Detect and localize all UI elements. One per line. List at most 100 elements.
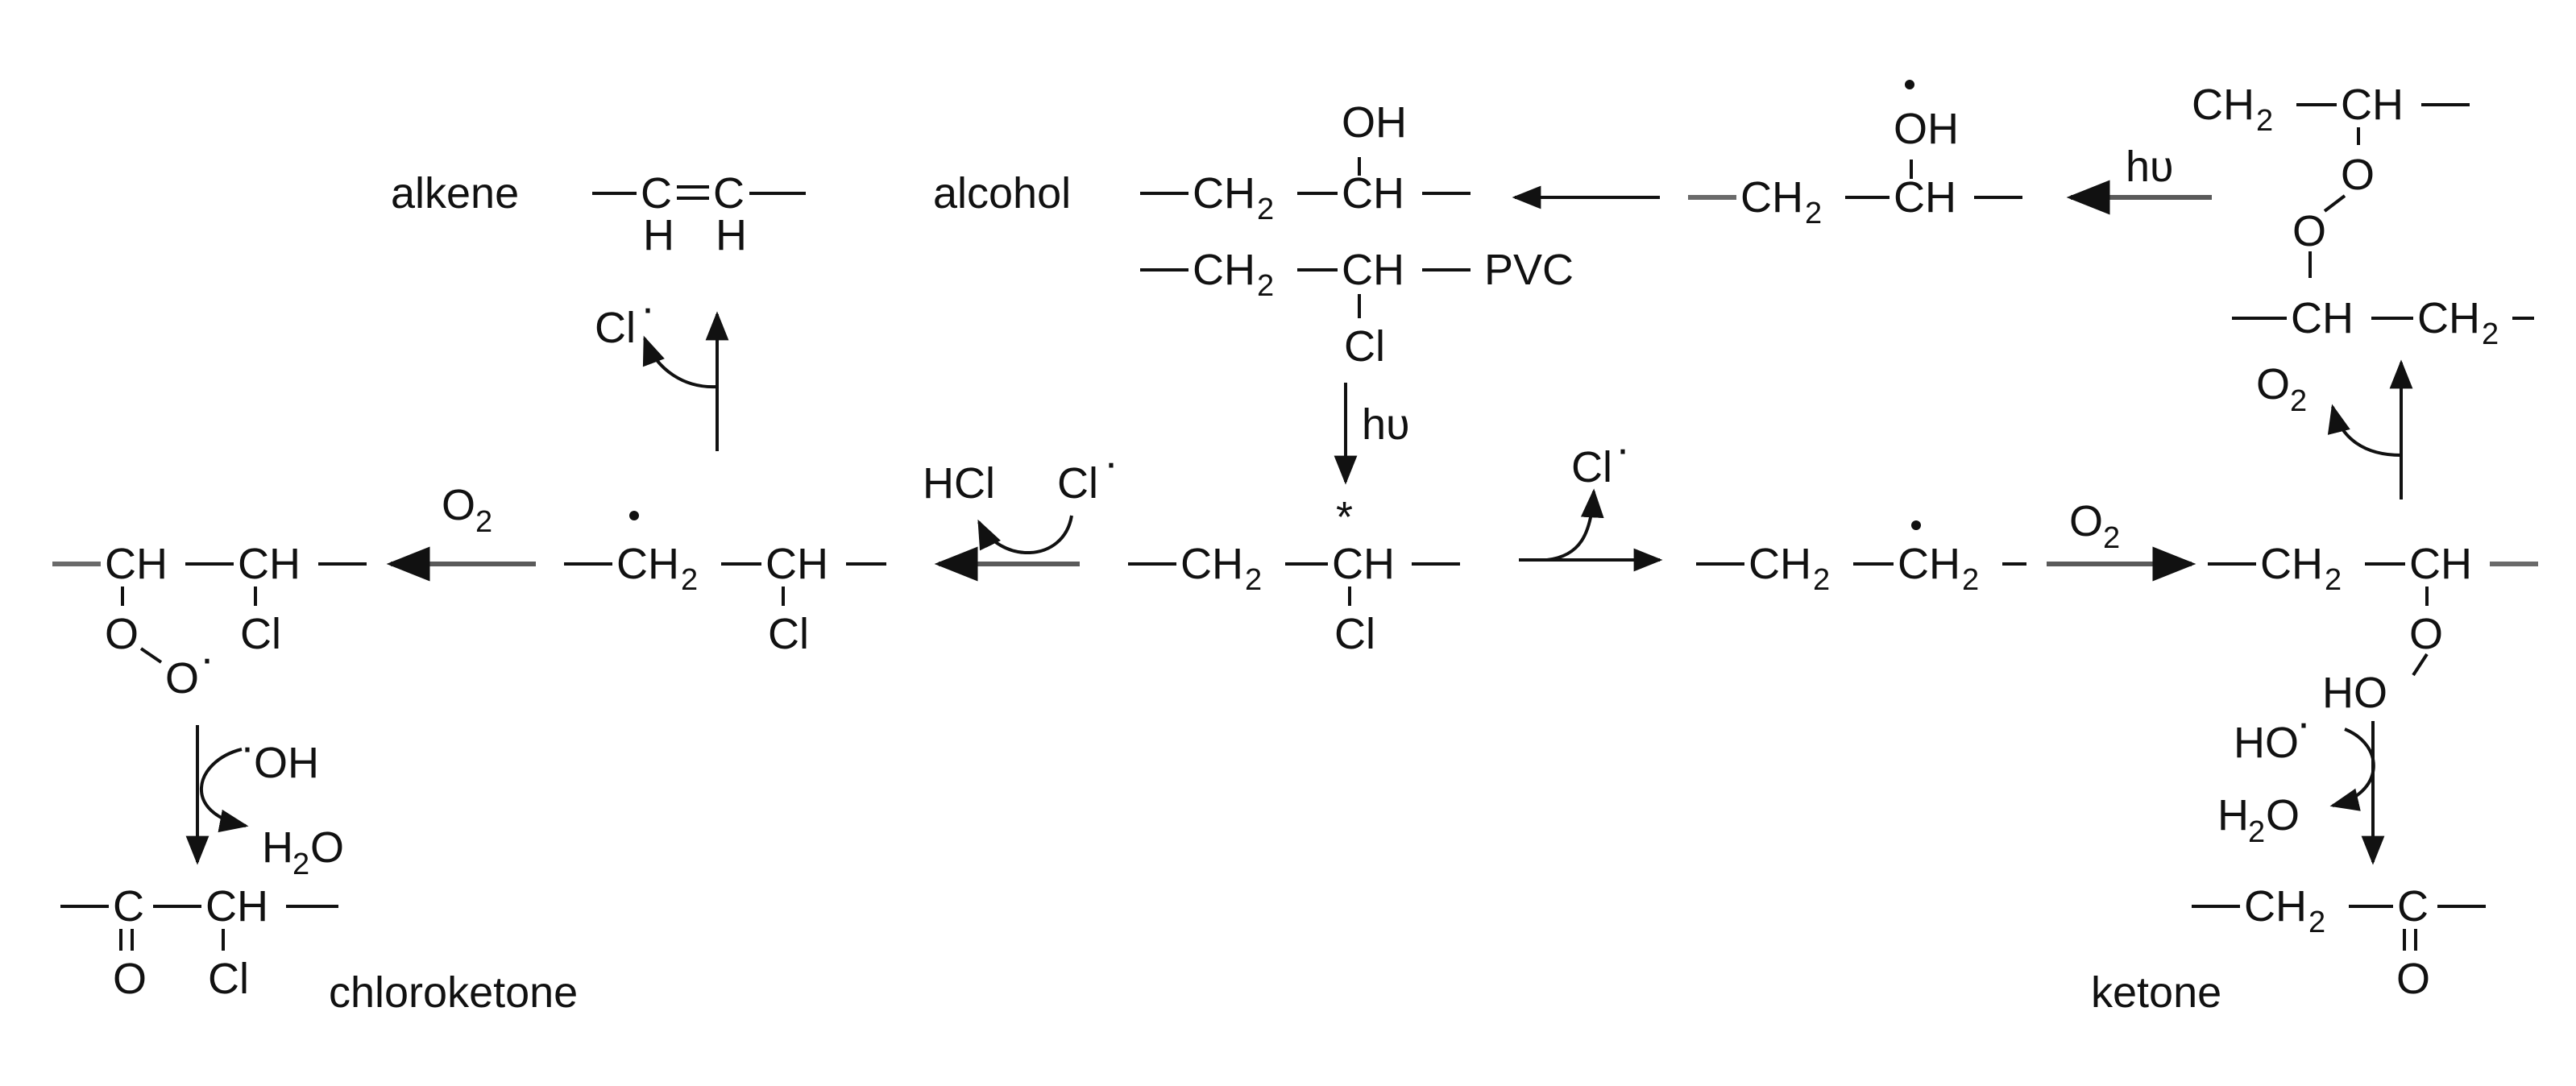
alkene-h2: H xyxy=(716,211,747,259)
excited-ch: CH xyxy=(1332,540,1395,588)
peroxide-to-oxyradical-arrow: hυ xyxy=(2066,143,2212,215)
alkyl-to-hydroperoxide-arrow: O 2 xyxy=(2047,497,2196,582)
oxy-radical-structure: CH 2 CH OH xyxy=(1688,80,2022,230)
oxy-radical-dot xyxy=(1905,80,1914,89)
radical-ch: CH xyxy=(765,540,828,588)
peroxide-ch-top: CH xyxy=(2341,81,2404,129)
oxy-ch2: CH xyxy=(1740,173,1803,222)
radical-dot-left xyxy=(629,511,639,520)
radical-to-peroxy-arrow: O 2 xyxy=(386,481,536,582)
excited-pvc-structure: CH 2 CH * Cl xyxy=(1128,493,1460,658)
h2o-right-o: O xyxy=(2266,791,2300,839)
peroxy-ch2: CH xyxy=(238,540,301,588)
cl-rad-up-dot: · xyxy=(641,284,655,332)
cl-loss-arrow: Cl · xyxy=(1519,425,1663,572)
hydroperoxide-structure: CH 2 CH O HO xyxy=(2208,540,2538,717)
cl-rad-up-label: Cl xyxy=(595,304,636,352)
oxy-oh: OH xyxy=(1894,105,1959,153)
hydroperoxide-to-peroxide-arrow: O 2 xyxy=(2256,359,2413,499)
pvc-cl: Cl xyxy=(1344,322,1385,371)
peroxy-o2: O xyxy=(165,654,199,703)
peroxide-ch2-bottom-sub: 2 xyxy=(2482,317,2499,351)
alkene-label: alkene xyxy=(391,169,519,218)
radical-dot-right xyxy=(1911,520,1921,530)
excited-ch2-sub: 2 xyxy=(1245,563,1262,597)
ketone-structure: ketone CH 2 C O xyxy=(2091,882,2486,1017)
peroxide-structure: CH 2 CH O O CH CH 2 xyxy=(2192,81,2534,351)
o2-right-label: O xyxy=(2069,497,2103,545)
radical-to-alkene-arrow: Cl · xyxy=(595,284,729,451)
alkyl-ch2-a: CH xyxy=(1748,540,1811,588)
peroxy-to-chloroketone-arrow: · OH H 2 O xyxy=(185,723,344,881)
hydroperoxide-to-ketone-arrow: HO · H 2 O xyxy=(2217,698,2385,865)
peroxy-radical-structure: CH CH O O · Cl xyxy=(52,540,367,703)
chloroketone-label: chloroketone xyxy=(329,968,578,1017)
o2-up-label: O xyxy=(2256,360,2290,408)
alcohol-ch2: CH xyxy=(1193,169,1255,218)
peroxide-ch-bottom: CH xyxy=(2291,294,2354,342)
hv-label-center: hυ xyxy=(1362,400,1410,449)
peroxy-ch1: CH xyxy=(105,540,168,588)
ketone-label: ketone xyxy=(2091,968,2221,1017)
peroxy-rad-dot: · xyxy=(200,634,214,682)
alcohol-ch2-sub: 2 xyxy=(1257,193,1274,226)
cl-rad-out-label: Cl xyxy=(1571,443,1612,491)
peroxide-o2: O xyxy=(2292,207,2326,255)
ho-rad-right: HO xyxy=(2234,719,2299,767)
alkyl-ch2-a-sub: 2 xyxy=(1813,563,1830,597)
excited-cl: Cl xyxy=(1334,610,1375,658)
excited-ch2: CH xyxy=(1180,540,1243,588)
ketone-ch2: CH xyxy=(2244,882,2307,931)
alkyl-ch2-b-sub: 2 xyxy=(1962,563,1979,597)
alkyl-ch2-b: CH xyxy=(1898,540,1960,588)
pvc-label: PVC xyxy=(1484,246,1574,294)
o2-right-sub: 2 xyxy=(2103,521,2120,555)
h2o-right-sub: 2 xyxy=(2248,815,2265,849)
hydroperoxide-ch: CH xyxy=(2409,540,2472,588)
cl-rad-out-dot: · xyxy=(1616,425,1630,473)
alkene-c2: C xyxy=(713,169,745,218)
peroxide-ch2-top: CH xyxy=(2192,81,2255,129)
hydroperoxide-ch2-sub: 2 xyxy=(2325,563,2342,597)
alcohol-ch: CH xyxy=(1342,169,1404,218)
alcohol-label: alcohol xyxy=(933,169,1071,218)
cl-rad-in-dot: · xyxy=(1104,438,1118,487)
alcohol-structure: alcohol CH 2 CH OH xyxy=(933,98,1471,226)
alkene-h1: H xyxy=(643,211,674,259)
hcl-elimination-arrow: HCl Cl · xyxy=(923,438,1118,582)
alcohol-oh: OH xyxy=(1342,98,1407,147)
h2o-left-sub: 2 xyxy=(292,848,309,881)
pvc-structure: CH 2 CH PVC Cl xyxy=(1140,246,1574,371)
radical-cl: Cl xyxy=(768,610,809,658)
peroxide-ch2-bottom: CH xyxy=(2417,294,2480,342)
o2-up-sub: 2 xyxy=(2290,384,2307,418)
pvc-ch2-sub: 2 xyxy=(1257,269,1274,303)
hydroperoxide-ch2: CH xyxy=(2260,540,2323,588)
peroxide-ch2-top-sub: 2 xyxy=(2256,104,2273,138)
alkyl-radical-structure: CH 2 CH 2 xyxy=(1696,520,2026,597)
allyl-radical-structure: CH 2 CH Cl xyxy=(564,511,886,658)
cl-rad-in-label: Cl xyxy=(1057,459,1098,508)
oh-rad-left: OH xyxy=(254,739,319,787)
peroxy-o1: O xyxy=(105,610,139,658)
peroxide-o1: O xyxy=(2341,151,2375,199)
hcl-label: HCl xyxy=(923,459,995,508)
oxy-ch2-sub: 2 xyxy=(1805,197,1822,230)
oxy-ch: CH xyxy=(1894,173,1956,222)
chloroketone-cl: Cl xyxy=(208,955,249,1003)
o2-left-sub: 2 xyxy=(475,505,492,539)
alkene-structure: alkene C C H H xyxy=(391,169,806,259)
hydroperoxide-o1: O xyxy=(2409,610,2443,658)
radical-ch2: CH xyxy=(616,540,679,588)
ketone-ch2-sub: 2 xyxy=(2308,906,2325,939)
alkene-c1: C xyxy=(641,169,672,218)
pvc-ch2: CH xyxy=(1193,246,1255,294)
h2o-left-h: H xyxy=(262,823,293,872)
chloroketone-o: O xyxy=(113,955,147,1003)
ketone-o: O xyxy=(2396,955,2430,1003)
ketone-c: C xyxy=(2397,882,2429,931)
radical-ch2-sub: 2 xyxy=(681,563,698,597)
o2-left-label: O xyxy=(442,481,475,529)
pvc-ch: CH xyxy=(1342,246,1404,294)
